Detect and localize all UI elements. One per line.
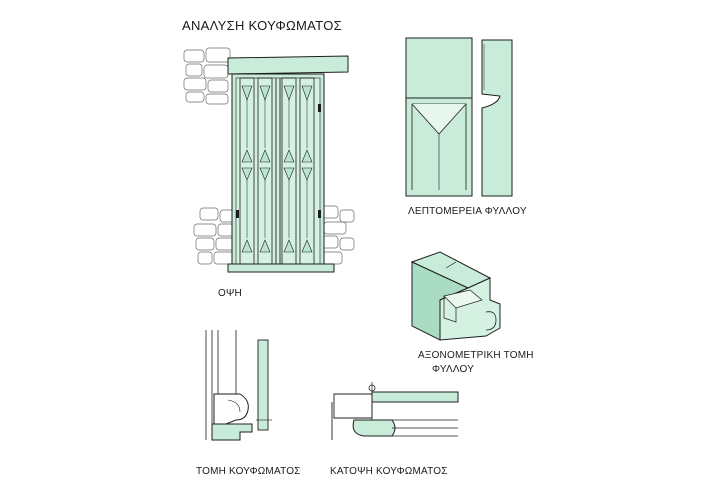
label-axonometric-line2: ΦΥΛΛΟΥ [432,364,475,375]
plan-drawing [331,382,459,440]
stone-wall-lower-right [319,205,355,265]
drawing-title: ΑΝΑΛΥΣΗ ΚΟΥΦΩΜΑΤΟΣ [182,18,342,33]
stone-wall-lower-left [193,207,235,265]
elevation-drawing [183,47,355,273]
section-drawing [205,330,272,441]
hinge-top [318,104,321,112]
lintel-beam [227,55,349,75]
sill [227,263,335,273]
stone-wall-upper [183,47,231,105]
label-axonometric-line1: ΑΞΟΝΟΜΕΤΡΙΚΗ ΤΟΜΗ [418,350,534,361]
label-leaf-detail: ΛΕΠΤΟΜΕΡΕΙΑ ΦΥΛΛΟΥ [408,206,527,217]
label-plan: ΚΑΤΟΨΗ ΚΟΥΦΩΜΑΤΟΣ [330,466,448,477]
axonometric-drawing [410,251,501,341]
label-elevation: ΟΨΗ [218,288,242,299]
hinge-bottom [318,210,321,218]
leaf-detail-drawing [405,37,513,197]
label-section: ΤΟΜΗ ΚΟΥΦΩΜΑΤΟΣ [196,466,301,477]
